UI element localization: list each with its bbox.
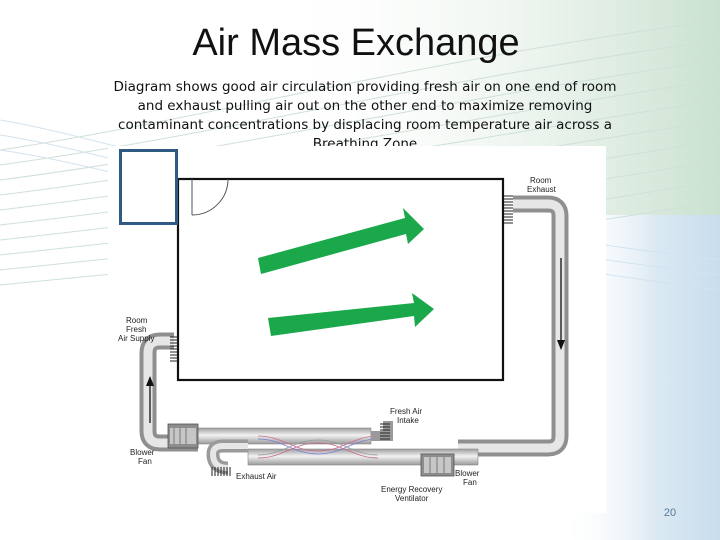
label-room-fresh-1: Room — [126, 316, 148, 325]
label-room-fresh-3: Air Supply — [118, 334, 154, 343]
label-erv-1: Energy Recovery — [381, 485, 442, 494]
fresh-air-intake-grille — [380, 423, 390, 440]
airflow-arrow-bottom — [268, 293, 434, 336]
door-swing — [191, 178, 229, 216]
flow-down-arrow-head — [557, 340, 565, 350]
fresh-air-intake-duct — [371, 421, 393, 441]
flow-up-arrow-head — [146, 376, 154, 386]
room-outline — [176, 177, 505, 382]
airflow-arrow-top — [258, 208, 424, 274]
blower-fan-right — [420, 453, 455, 477]
air-exchange-diagram: Room Exhaust Room Fresh Air Supply Fresh… — [108, 146, 606, 513]
label-room-exhaust-2: Exhaust — [527, 185, 557, 194]
slide-title: Air Mass Exchange — [192, 22, 520, 64]
slide-subtitle: Diagram shows good air circulation provi… — [113, 79, 617, 152]
label-room-exhaust-1: Room — [530, 176, 552, 185]
label-blower-right-1: Blower — [455, 469, 480, 478]
erv-heat-exchanger — [257, 435, 379, 459]
room-exhaust-grille — [504, 195, 513, 224]
fresh-air-supply-grille — [170, 336, 178, 362]
label-blower-right-2: Fan — [463, 478, 477, 487]
image-placeholder-frame — [119, 149, 178, 225]
label-room-fresh-2: Fresh — [126, 325, 146, 334]
label-blower-left-2: Fan — [138, 457, 152, 466]
page-number: 20 — [663, 507, 677, 519]
label-blower-left-1: Blower — [130, 448, 155, 457]
diagram-svg: Room Exhaust Room Fresh Air Supply Fresh… — [118, 176, 569, 503]
label-erv-2: Ventilator — [395, 494, 429, 503]
label-fresh-intake-1: Fresh Air — [390, 407, 422, 416]
exhaust-air-grille — [211, 467, 231, 476]
blower-fan-left — [167, 423, 199, 449]
label-fresh-intake-2: Intake — [397, 416, 419, 425]
label-exhaust-air: Exhaust Air — [236, 472, 277, 481]
